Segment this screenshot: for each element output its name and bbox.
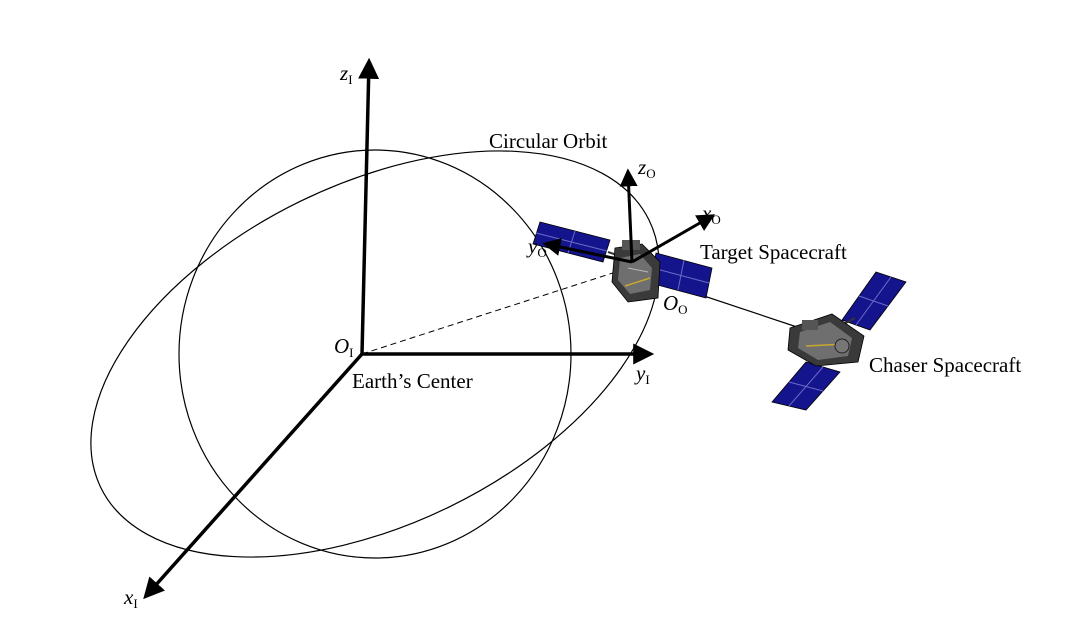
origin-inertial-label: OI [334,334,354,360]
x-inertial-axis [143,352,364,600]
orbit-ellipse-inclined [90,150,660,558]
z-inertial-axis [358,57,380,355]
z-orbit-axis [619,168,638,263]
y-orbit-axis [542,238,633,264]
z-inertial-label: zI [339,61,353,87]
earth-center-label: Earth’s Center [352,369,473,393]
y-inertial-label: yI [634,361,650,387]
chaser-spacecraft-satellite-icon [771,271,907,411]
chaser-spacecraft-label: Chaser Spacecraft [869,353,1021,377]
origin-orbit-label: OO [663,291,688,317]
y-orbit-label: yO [526,234,547,260]
target-spacecraft-label: Target Spacecraft [700,240,847,264]
circular-orbit-label: Circular Orbit [489,129,608,153]
position-vector-dashed [361,269,623,355]
z-orbit-label: zO [637,155,656,181]
target-spacecraft-satellite-icon [532,221,713,303]
x-orbit-label: xO [701,201,721,227]
x-inertial-label: xI [123,585,138,611]
x-orbit-axis [631,214,716,264]
